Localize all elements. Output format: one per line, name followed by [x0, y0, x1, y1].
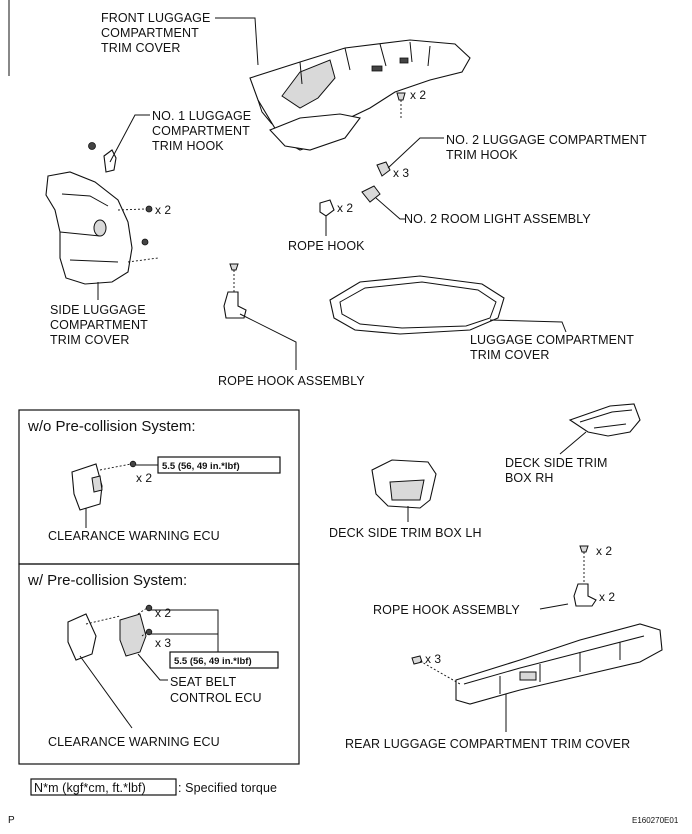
qty-w-bolts-b: x 3 [155, 636, 171, 650]
rear-trim-cover-part [411, 623, 663, 705]
luggage-trim-label-2: TRIM COVER [470, 348, 549, 362]
front-trim-label-2: COMPARTMENT [101, 26, 199, 40]
side-trim-cover-part [45, 171, 159, 285]
qty-rope-hooks: x 2 [337, 201, 353, 215]
deck-side-trim-box-rh-part [568, 403, 641, 437]
no1-hook-label-2: COMPARTMENT [152, 124, 250, 138]
qty-side-trim-clips: x 2 [155, 203, 171, 217]
qty-rope-hook-bolts: x 2 [596, 544, 612, 558]
panel-wo-ecu-label: CLEARANCE WARNING ECU [48, 529, 220, 543]
figure-id: E160270E01 [632, 816, 679, 825]
rope-hook-assy-1-label: ROPE HOOK ASSEMBLY [218, 374, 365, 388]
rear-trim-label: REAR LUGGAGE COMPARTMENT TRIM COVER [345, 737, 630, 751]
front-trim-label-3: TRIM COVER [101, 41, 180, 55]
clearance-warning-ecu-part-1 [71, 460, 137, 511]
luggage-trim-mat-part [329, 275, 505, 335]
qty-no2-hooks: x 3 [393, 166, 409, 180]
qty-rope-hook-assy: x 2 [599, 590, 615, 604]
seat-belt-ecu-label-2: CONTROL ECU [170, 691, 262, 705]
deck-side-trim-box-lh-part [371, 459, 437, 509]
qty-wo-bolts: x 2 [136, 471, 152, 485]
luggage-trim-label-1: LUGGAGE COMPARTMENT [470, 333, 634, 347]
rope-hook-assembly-lower-part [573, 545, 597, 607]
no2-trim-hook-part [376, 161, 391, 177]
room-light-label: NO. 2 ROOM LIGHT ASSEMBLY [404, 212, 591, 226]
seat-belt-ecu-part [119, 604, 153, 657]
torque-value-w: 5.5 (56, 49 in.*lbf) [174, 656, 252, 667]
legend-torque-key: N*m (kgf*cm, ft.*lbf) [34, 781, 146, 795]
side-trim-label-2: COMPARTMENT [50, 318, 148, 332]
no1-trim-hook-part [88, 142, 117, 173]
legend-torque-key-box [30, 778, 177, 796]
deck-rh-label-1: DECK SIDE TRIM [505, 456, 608, 470]
corner-left-mark: P [8, 815, 15, 826]
panel-wo-title: w/o Pre-collision System: [27, 418, 196, 435]
no1-hook-label-1: NO. 1 LUGGAGE [152, 109, 251, 123]
rope-hook-assembly-upper-part [223, 263, 247, 319]
panel-w-ecu-label: CLEARANCE WARNING ECU [48, 735, 220, 749]
no1-hook-label-3: TRIM HOOK [152, 139, 224, 153]
side-trim-label-3: TRIM COVER [50, 333, 129, 347]
panel-w-title: w/ Pre-collision System: [27, 572, 187, 589]
qty-w-bolts-a: x 2 [155, 606, 171, 620]
no2-hook-label-1: NO. 2 LUGGAGE COMPARTMENT [446, 133, 647, 147]
room-light-part [361, 185, 381, 203]
qty-front-trim-clips: x 2 [410, 88, 426, 102]
qty-rear-clips: x 3 [425, 652, 441, 666]
torque-box-w [169, 651, 279, 669]
clearance-warning-ecu-part-2 [67, 613, 121, 661]
legend-text: : Specified torque [178, 781, 277, 795]
deck-rh-label-2: BOX RH [505, 471, 554, 485]
no2-hook-label-2: TRIM HOOK [446, 148, 518, 162]
deck-lh-label: DECK SIDE TRIM BOX LH [329, 526, 482, 540]
torque-value-wo: 5.5 (56, 49 in.*lbf) [162, 461, 240, 472]
side-trim-label-1: SIDE LUGGAGE [50, 303, 146, 317]
rope-hook-assy-2-label: ROPE HOOK ASSEMBLY [373, 603, 520, 617]
torque-box-wo [157, 456, 281, 474]
rope-hook-label: ROPE HOOK [288, 239, 365, 253]
front-trim-cover-part [249, 39, 471, 151]
front-trim-clip-icon [396, 92, 406, 118]
front-trim-label-1: FRONT LUGGAGE [101, 11, 210, 25]
rope-hook-part [319, 199, 335, 217]
panel-w-precollision [18, 563, 300, 765]
seat-belt-ecu-label-1: SEAT BELT [170, 675, 236, 689]
